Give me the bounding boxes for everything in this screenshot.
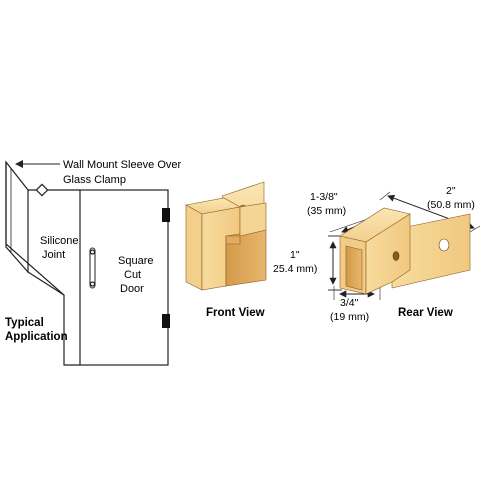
wall-panel [5,160,29,274]
silicone-label-line2: Joint [42,249,65,261]
square-cut-door [79,189,169,366]
length-dim-inches: 2" [446,185,456,197]
rear-view-setscrew [392,251,400,261]
door-label-line2: Cut [124,269,141,281]
door-label-line3: Door [120,283,144,295]
front-view-clamp [185,181,267,291]
rear-view-caption: Rear View [398,307,453,319]
height-dim-mm: 25.4 mm) [273,263,317,275]
door-handle [89,247,96,289]
rear-view-slot [345,245,363,291]
door-label-line1: Square [118,255,153,267]
depth-dim-mm: (35 mm) [307,205,346,217]
rear-view-mount-hole [438,238,450,252]
width-dimension [333,286,381,300]
length-dim-mm: (50.8 mm) [427,199,475,211]
width-dim-inches: 3/4" [340,297,359,309]
width-dim-mm: (19 mm) [330,311,369,323]
wall-clamp-icon [35,183,49,197]
front-view-caption: Front View [206,307,265,319]
hinge-top [162,208,170,222]
callout-label-line1: Wall Mount Sleeve Over [63,159,182,171]
caption-typical: Typical [5,317,44,329]
caption-application: Application [5,331,68,343]
callout-label-line2: Glass Clamp [63,174,126,186]
front-view-sleeve-face [185,204,203,291]
depth-dim-inches: 1-3/8" [310,191,338,203]
hinge-bottom [162,314,170,328]
silicone-label-line1: Silicone [40,235,79,247]
rear-view-clamp [339,207,471,295]
typical-application-drawing [5,160,170,366]
height-dim-inches: 1" [290,249,300,261]
